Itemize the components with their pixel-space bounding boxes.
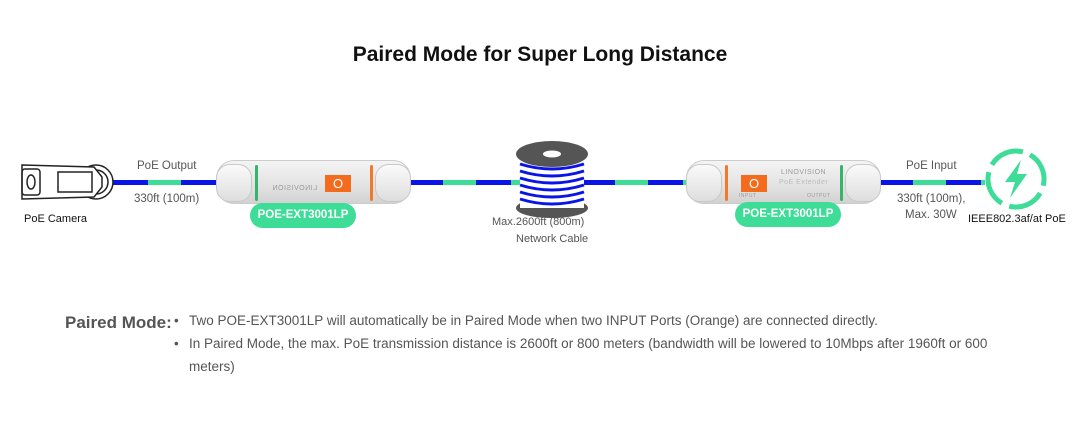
right-link-power-label: Max. 30W: [905, 209, 957, 221]
right-device-input-label: INPUT: [739, 193, 757, 199]
right-link-distance-label: 330ft (100m),: [897, 193, 966, 205]
right-extender-device: O LINOVISION PoE Extender INPUT OUTPUT: [686, 160, 881, 204]
right-device-subtitle: PoE Extender: [779, 179, 829, 186]
poe-source-label: IEEE802.3af/at PoE: [968, 213, 1066, 225]
right-device-output-label: OUTPUT: [807, 193, 831, 199]
right-device-input-port-mark: O: [741, 175, 767, 192]
cable-right-segment: [580, 180, 690, 185]
note-item: In Paired Mode, the max. PoE transmissio…: [174, 332, 1014, 378]
cable-camera-segment: [113, 180, 218, 185]
left-link-bottom-label: 330ft (100m): [134, 193, 200, 205]
poe-power-icon: [985, 148, 1047, 210]
left-device-brand: LINOVISION: [272, 185, 318, 192]
cable-left-segment: [408, 180, 520, 185]
camera-label: PoE Camera: [24, 213, 87, 225]
right-link-top-label: PoE Input: [906, 160, 957, 172]
cable-length-label: Max.2600ft (800m): [492, 216, 585, 228]
page-title: Paired Mode for Super Long Distance: [352, 43, 728, 66]
cable-type-label: Network Cable: [516, 233, 589, 245]
cable-spool-icon: [516, 141, 588, 218]
paired-mode-notes: Two POE-EXT3001LP will automatically be …: [174, 309, 1014, 378]
cable-source-segment: [878, 180, 985, 185]
paired-mode-heading: Paired Mode:: [65, 313, 172, 332]
left-link-top-label: PoE Output: [137, 160, 197, 172]
camera-icon: [21, 164, 114, 200]
note-item: Two POE-EXT3001LP will automatically be …: [174, 309, 1014, 332]
right-model-badge: POE-EXT3001LP: [735, 202, 841, 227]
left-device-input-port-mark: O: [325, 175, 351, 192]
left-extender-device: LINOVISION O: [216, 160, 411, 204]
left-model-badge: POE-EXT3001LP: [250, 203, 356, 228]
right-device-brand: LINOVISION: [781, 169, 827, 176]
